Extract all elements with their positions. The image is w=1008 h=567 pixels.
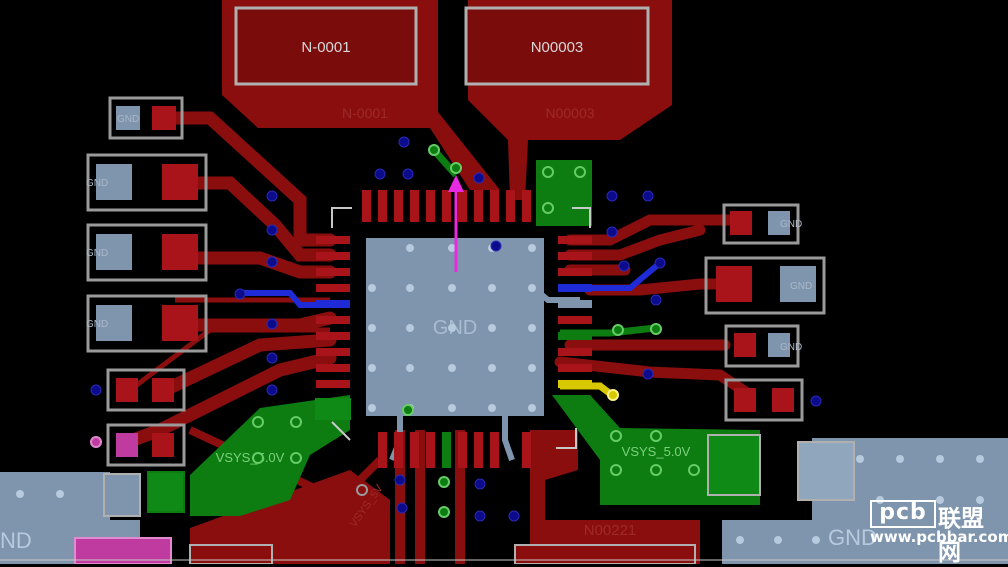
pink-vias <box>90 436 102 448</box>
test-point[interactable] <box>356 484 368 496</box>
bottom-center-red-pad[interactable] <box>514 544 696 564</box>
bottom-right-pour-label: VSYS_5.0V <box>622 444 691 459</box>
left-component-r3[interactable] <box>106 423 186 467</box>
bottom-pad-label: N00221 <box>584 522 637 539</box>
left-pad-label-1: GND <box>117 114 139 125</box>
watermark-cn-text: 联盟网 <box>938 506 984 566</box>
top-left-trace-label: N-0001 <box>342 105 388 121</box>
bottom-left-green-pour[interactable] <box>147 395 351 516</box>
top-right-pad-label: N00003 <box>531 39 584 56</box>
right-component-r1[interactable] <box>722 203 800 245</box>
left-component-c3[interactable] <box>86 294 208 353</box>
top-left-pad-label: N-0001 <box>301 39 350 56</box>
ic-pins-bottom <box>378 432 531 468</box>
ic-pins-right <box>558 236 592 388</box>
bottom-left-red-pad[interactable] <box>189 544 273 564</box>
right-pad-label-3: GND <box>780 342 802 353</box>
left-pad-label-4: GND <box>86 319 108 330</box>
yellow-via <box>607 389 619 401</box>
left-component-c2[interactable] <box>86 223 208 282</box>
left-traces <box>118 111 337 450</box>
right-pad-label-1: GND <box>780 219 802 230</box>
right-component-r3[interactable] <box>724 378 804 422</box>
ic-pins-top <box>362 190 531 222</box>
watermark-logo: pcb <box>870 500 936 528</box>
watermark-url: www.pcbbar.com <box>870 528 1008 546</box>
bottom-right-edge-label: GND <box>828 525 877 550</box>
left-component-c1[interactable] <box>86 153 208 212</box>
signal-vias <box>90 136 822 522</box>
bottom-left-pour-label: VSYS_5.0V <box>216 450 285 465</box>
right-component-c1[interactable] <box>704 256 826 315</box>
cursor-arrow-icon <box>448 175 464 272</box>
gnd-vias <box>16 455 984 544</box>
bottom-pour[interactable] <box>530 430 700 564</box>
left-pad-label-3: GND <box>86 248 108 259</box>
top-right-copper-pour[interactable] <box>464 0 672 200</box>
ic-pins-left <box>316 236 350 388</box>
bottom-right-gnd-pour[interactable] <box>722 438 1008 564</box>
right-pad-label-2: GND <box>790 281 812 292</box>
left-component-r1[interactable] <box>108 96 184 140</box>
top-left-copper-pour[interactable] <box>222 0 500 190</box>
ic-silkscreen-corners <box>331 207 591 449</box>
left-component-r2[interactable] <box>106 368 186 412</box>
watermark: pcb 联盟网 www.pcbbar.com <box>870 498 1008 566</box>
right-component-r2[interactable] <box>724 324 800 368</box>
green-vias <box>252 144 700 518</box>
left-pad-label-2: GND <box>86 178 108 189</box>
bottom-left-edge-label: ND <box>0 528 32 553</box>
top-right-trace-label: N00003 <box>545 105 594 121</box>
bottom-right-green-pour[interactable] <box>552 395 761 505</box>
bottom-left-pour[interactable] <box>190 470 390 564</box>
